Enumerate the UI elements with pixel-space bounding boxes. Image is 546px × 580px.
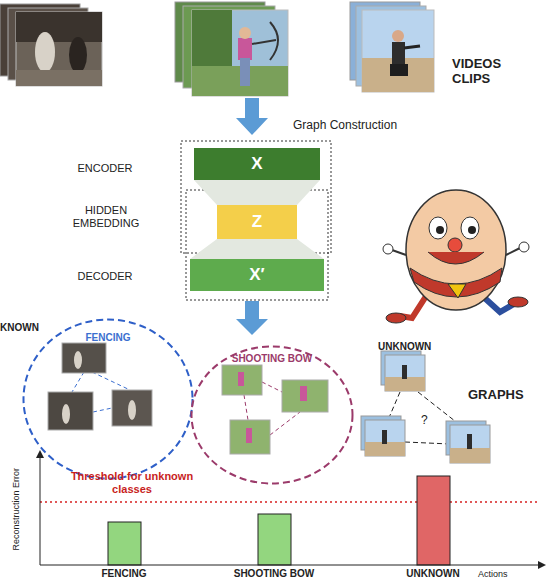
cluster-outline [190, 345, 354, 485]
axis-tick-label: FENCING [74, 568, 174, 580]
section-label: VIDEOS CLIPS [452, 57, 522, 87]
decoder-box: X′ [190, 259, 324, 291]
embedding-box: Z [217, 205, 297, 239]
box-label: X [194, 154, 320, 174]
stage-label: HIDDEN EMBEDDING [70, 204, 142, 229]
axis-title: Actions [478, 569, 538, 579]
funnel-shade [190, 239, 324, 259]
video-stack [0, 4, 102, 86]
funnel-shade [194, 180, 320, 205]
box-label: X′ [190, 265, 324, 285]
cluster-outline [24, 320, 193, 479]
box-label: Z [217, 212, 297, 232]
video-stack [350, 2, 434, 92]
bar-chart [36, 450, 546, 569]
axis-tick-label: UNKNOWN [383, 568, 483, 580]
dotted-frame [181, 141, 331, 253]
group-label: KNOWN [0, 322, 60, 334]
threshold-label: Threshold for unknown classes [62, 470, 202, 495]
thumbnail-group [361, 351, 490, 463]
step-label: Graph Construction [293, 119, 433, 133]
axis-title: Reconstruction Error [11, 449, 21, 569]
cluster-label: SHOOTING BOW [190, 353, 354, 365]
mascot-figure [383, 190, 529, 323]
dotted-frame [186, 190, 328, 300]
stage-label: DECODER [55, 270, 155, 283]
thumbnail-group [222, 365, 328, 454]
cluster-outline [192, 347, 353, 484]
flow-arrow [236, 98, 268, 135]
class-cluster: FENCING [22, 318, 194, 480]
flow-arrow [236, 301, 268, 335]
video-stack [175, 2, 288, 96]
cluster-label: FENCING [22, 332, 194, 344]
section-label: GRAPHS [468, 388, 544, 403]
question-mark: ? [421, 414, 435, 428]
encoder-box: X [194, 148, 320, 180]
group-label: UNKNOWN [378, 341, 448, 353]
stage-label: ENCODER [55, 162, 155, 175]
thumbnail-group [48, 343, 152, 430]
class-cluster: SHOOTING BOW [190, 345, 354, 485]
axis-tick-label: SHOOTING BOW [224, 568, 324, 580]
